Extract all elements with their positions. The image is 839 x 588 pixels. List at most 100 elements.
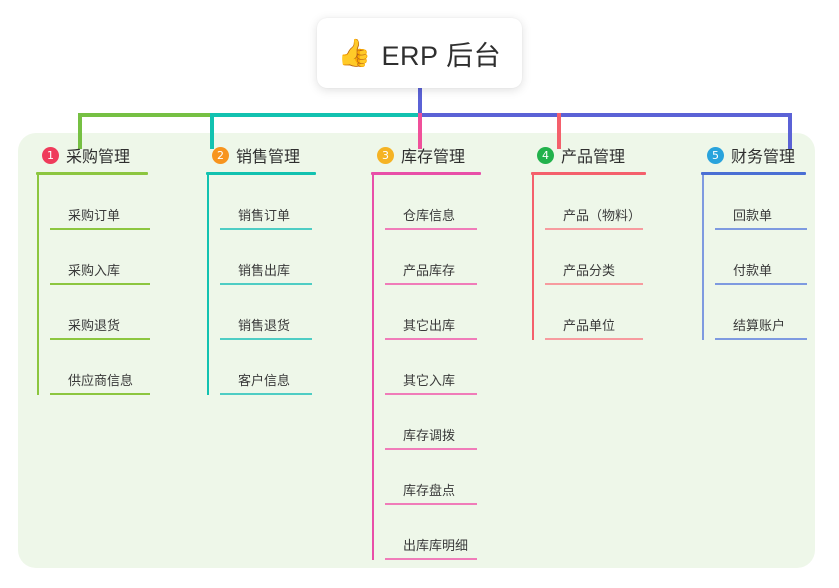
branch-item-label: 产品库存: [403, 263, 456, 278]
branch-column-5: 5 财务管理回款单付款单结算账户: [701, 143, 839, 340]
branch-item-underline: [545, 228, 643, 230]
branch-item-list: 仓库信息产品库存其它出库其它入库库存调拨库存盘点出库库明细: [371, 175, 521, 560]
branch-header-5[interactable]: 5 财务管理: [701, 143, 839, 167]
branch-item[interactable]: 其它入库: [385, 340, 521, 395]
branch-item-underline: [385, 228, 477, 230]
branch-number-badge: 2: [212, 146, 229, 164]
branch-header-2[interactable]: 2 销售管理: [206, 143, 356, 167]
branch-item-underline: [220, 393, 312, 395]
branch-item-label: 产品分类: [563, 263, 616, 278]
branch-item-label: 采购退货: [68, 318, 121, 333]
root-title: ERP 后台: [381, 40, 502, 71]
connector-stub-1: [78, 113, 82, 149]
branch-item-label: 结算账户: [733, 318, 786, 333]
branch-item[interactable]: 供应商信息: [50, 340, 186, 395]
branch-item-label: 采购订单: [68, 208, 121, 223]
branch-item-label: 付款单: [733, 263, 773, 278]
branch-item-underline: [50, 338, 150, 340]
branch-item[interactable]: 库存调拨: [385, 395, 521, 450]
branch-item-label: 回款单: [733, 208, 773, 223]
branch-item[interactable]: 销售退货: [220, 285, 356, 340]
branch-column-4: 4 产品管理产品（物料） 产品分类产品单位: [531, 143, 691, 340]
branch-item[interactable]: 产品（物料）: [545, 175, 691, 230]
thumbs-up-icon: 👍: [337, 37, 372, 68]
branch-item-label: 采购入库: [68, 263, 121, 278]
branch-spine: [37, 175, 39, 395]
branch-item[interactable]: 产品分类: [545, 230, 691, 285]
branch-item-underline: [50, 228, 150, 230]
branch-item[interactable]: 出库库明细: [385, 505, 521, 560]
branch-item-label: 销售订单: [238, 208, 291, 223]
branch-item-underline: [220, 338, 312, 340]
branch-header-4[interactable]: 4 产品管理: [531, 143, 691, 167]
branch-spine: [372, 175, 374, 560]
branch-item-underline: [545, 283, 643, 285]
root-node[interactable]: 👍 ERP 后台: [317, 18, 522, 88]
root-trunk-connector: [418, 88, 422, 116]
branch-item[interactable]: 采购退货: [50, 285, 186, 340]
branch-title: 销售管理: [236, 149, 301, 166]
branch-item[interactable]: 销售订单: [220, 175, 356, 230]
branch-number-badge: 1: [42, 146, 59, 164]
branch-item-underline: [50, 283, 150, 285]
branch-item-label: 产品（物料）: [563, 208, 642, 223]
branch-item[interactable]: 采购入库: [50, 230, 186, 285]
connector-stub-5: [788, 113, 792, 149]
branch-item-label: 库存调拨: [403, 428, 456, 443]
branch-item-underline: [385, 393, 477, 395]
branch-header-underline: [371, 172, 481, 175]
branch-item-list: 回款单付款单结算账户: [701, 175, 839, 340]
branch-item-underline: [220, 283, 312, 285]
branch-item-label: 销售退货: [238, 318, 291, 333]
branch-item[interactable]: 结算账户: [715, 285, 839, 340]
diagram-panel: [18, 133, 815, 568]
connector-stub-3: [418, 113, 422, 149]
branch-item[interactable]: 销售出库: [220, 230, 356, 285]
branch-header-underline: [206, 172, 316, 175]
branch-item-underline: [545, 338, 643, 340]
branch-item-list: 采购订单采购入库采购退货供应商信息: [36, 175, 186, 395]
branch-item[interactable]: 仓库信息: [385, 175, 521, 230]
connector-rail-segment-2: [210, 113, 418, 117]
branch-item-underline: [385, 448, 477, 450]
connector-rail-segment-1: [78, 113, 212, 117]
branch-item[interactable]: 其它出库: [385, 285, 521, 340]
branch-item[interactable]: 客户信息: [220, 340, 356, 395]
branch-item[interactable]: 采购订单: [50, 175, 186, 230]
branch-item-label: 其它入库: [403, 373, 456, 388]
branch-header-underline: [531, 172, 646, 175]
branch-spine: [702, 175, 704, 340]
branch-title: 采购管理: [66, 149, 131, 166]
branch-item-label: 出库库明细: [403, 538, 469, 553]
branch-item-label: 客户信息: [238, 373, 291, 388]
branch-item[interactable]: 产品单位: [545, 285, 691, 340]
branch-column-1: 1 采购管理采购订单采购入库采购退货供应商信息: [36, 143, 186, 395]
branch-header-1[interactable]: 1 采购管理: [36, 143, 186, 167]
branch-item-underline: [220, 228, 312, 230]
branch-item-list: 销售订单销售出库销售退货客户信息: [206, 175, 356, 395]
branch-item-label: 库存盘点: [403, 483, 456, 498]
connector-stub-2: [210, 113, 214, 149]
branch-item-underline: [715, 228, 807, 230]
branch-item-label: 销售出库: [238, 263, 291, 278]
branch-spine: [532, 175, 534, 340]
branch-header-underline: [36, 172, 148, 175]
branch-item[interactable]: 产品库存: [385, 230, 521, 285]
branch-item-label: 产品单位: [563, 318, 616, 333]
branch-column-2: 2 销售管理销售订单销售出库销售退货客户信息: [206, 143, 356, 395]
branch-item-label: 仓库信息: [403, 208, 456, 223]
branch-item[interactable]: 回款单: [715, 175, 839, 230]
branch-title: 财务管理: [731, 149, 796, 166]
branch-spine: [207, 175, 209, 395]
branch-item-label: 供应商信息: [68, 373, 134, 388]
branch-number-badge: 4: [537, 146, 554, 164]
branch-header-underline: [701, 172, 806, 175]
branch-number-badge: 5: [707, 146, 724, 164]
branch-item-underline: [715, 283, 807, 285]
branch-item[interactable]: 付款单: [715, 230, 839, 285]
branch-title: 产品管理: [561, 149, 626, 166]
connector-rail-segment-3: [418, 113, 792, 117]
branch-item[interactable]: 库存盘点: [385, 450, 521, 505]
